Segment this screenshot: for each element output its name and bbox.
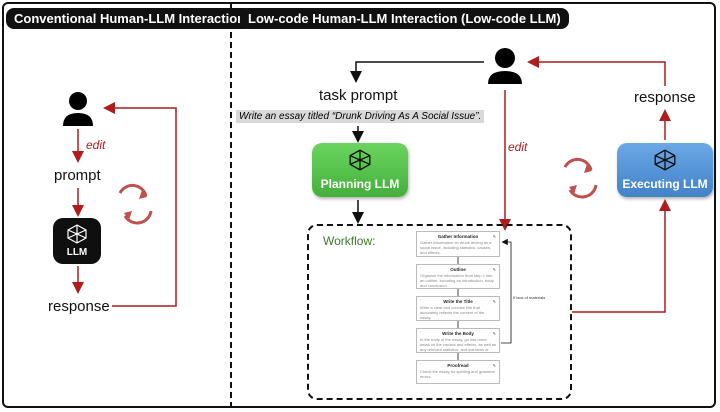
workflow-step-desc: Check the essay for spelling and grammar… (420, 369, 495, 379)
workflow-to-executing-arrow (572, 199, 671, 313)
workflow-box (307, 224, 572, 400)
workflow-step-desc: Gather information on drunk driving as a… (420, 240, 492, 255)
refresh-icon-right (563, 157, 598, 199)
response-label-left: response (48, 298, 110, 315)
figure-frame (2, 2, 716, 408)
workflow-step-desc: In the body of the essay, go into more d… (420, 337, 496, 352)
edit-icon[interactable]: ✎ (492, 331, 496, 336)
network-icon (654, 149, 676, 171)
workflow-step-title: Write the Title (443, 299, 473, 304)
panel-divider (230, 2, 232, 408)
executing-llm-label: Executing LLM (622, 177, 708, 191)
edit-label-right: edit (508, 140, 528, 154)
workflow-step[interactable]: Write the Title ✎ Write a clear and conc… (416, 296, 500, 321)
task-prompt-text: Write an essay titled “Drunk Driving As … (236, 110, 485, 123)
edit-icon[interactable]: ✎ (492, 234, 496, 239)
workflow-step-title: Gather Information (437, 234, 479, 239)
workflow-loop-arrow (501, 238, 512, 344)
conventional-panel-title: Conventional Human-LLM Interaction (6, 8, 254, 29)
planning-llm-label: Planning LLM (320, 177, 400, 191)
workflow-step-title: Proofread (447, 363, 469, 368)
workflow-step-title: Write the Body (442, 331, 474, 336)
response-feedback-arrow-left (103, 102, 177, 307)
prompt-label: prompt (54, 167, 101, 184)
workflow-step-desc: Organize the information from step 1 int… (420, 273, 495, 288)
edit-label-left: edit (86, 138, 106, 152)
workflow-step[interactable]: Write the Body ✎ In the body of the essa… (416, 328, 500, 353)
edit-icon[interactable]: ✎ (492, 267, 496, 272)
task-prompt-label: task prompt (319, 87, 398, 104)
workflow-loop-label: If lack of materials (513, 295, 546, 300)
workflow-step-title: Outline (450, 267, 466, 272)
edit-icon[interactable]: ✎ (492, 363, 496, 368)
llm-label: LLM (66, 247, 88, 258)
llm-box-left: LLM (53, 218, 101, 264)
lowcode-panel-title: Low-code Human-LLM Interaction (Low-code… (240, 8, 569, 29)
workflow-step[interactable]: Outline ✎ Organize the information from … (416, 264, 500, 289)
user-to-task-prompt-arrow (350, 61, 484, 83)
workflow-label: Workflow: (323, 234, 376, 248)
workflow-step[interactable]: Proofread ✎ Check the essay for spelling… (416, 360, 500, 384)
edit-icon[interactable]: ✎ (492, 299, 496, 304)
refresh-icon-left (118, 183, 153, 225)
response-label-right: response (634, 89, 696, 106)
user-icon-right (488, 48, 522, 84)
workflow-step[interactable]: Gather Information ✎ Gather information … (416, 231, 500, 257)
executing-llm-box: Executing LLM (617, 143, 713, 197)
network-icon (67, 224, 87, 244)
network-icon (349, 149, 371, 171)
workflow-step-desc: Write a clear and concise title that acc… (420, 305, 485, 320)
planning-llm-box: Planning LLM (312, 143, 408, 197)
user-icon-left (63, 92, 93, 126)
response-to-user-arrow (527, 56, 666, 86)
